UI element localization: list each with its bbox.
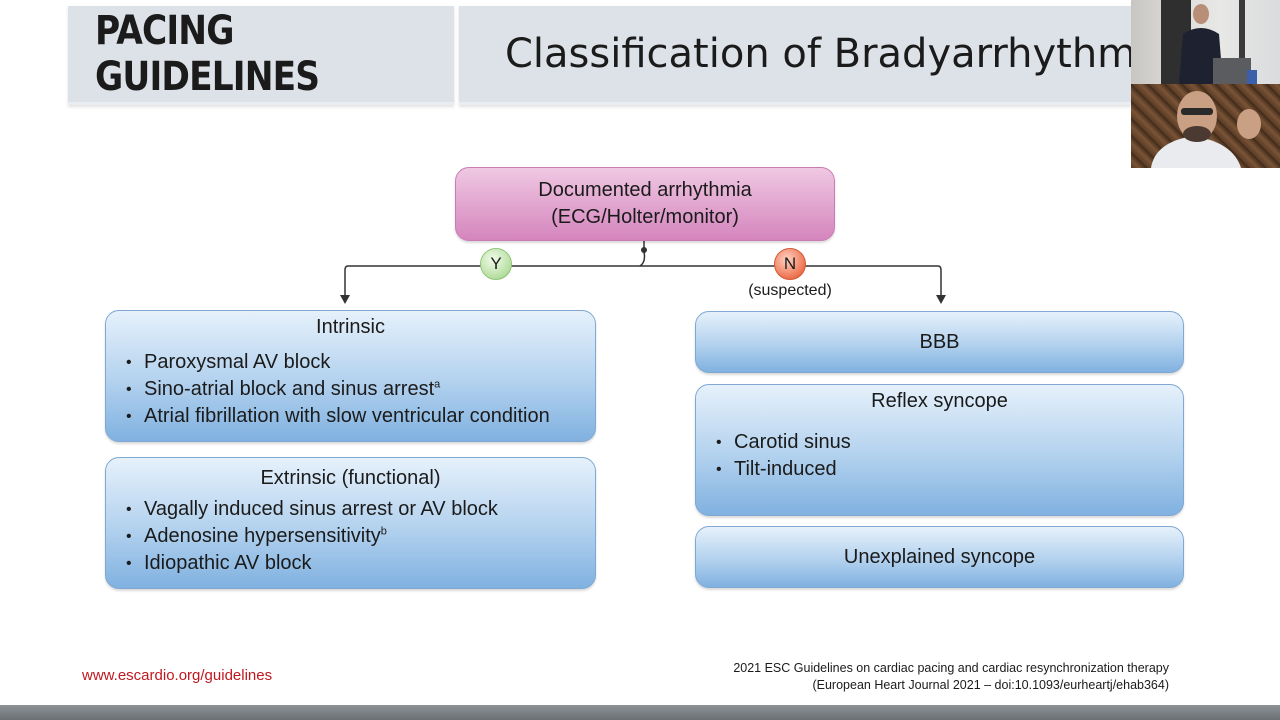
right-arrow-head	[936, 295, 946, 304]
suspected-label: (suspected)	[748, 282, 832, 299]
list-item: Carotid sinus	[716, 429, 851, 456]
root-line-1: Documented arrhythmia	[538, 179, 752, 201]
junction-dot	[641, 247, 647, 253]
speaker-video-tile	[1131, 0, 1280, 84]
root-line-2: (ECG/Holter/monitor)	[551, 206, 739, 228]
presenter-face-icon	[1151, 91, 1261, 168]
extrinsic-list: Vagally induced sinus arrest or AV block…	[106, 496, 498, 577]
list-item: Paroxysmal AV block	[126, 349, 550, 376]
no-badge: N	[774, 248, 806, 280]
unexplained-title: Unexplained syncope	[843, 545, 1036, 568]
intrinsic-title: Intrinsic	[316, 316, 385, 338]
documented-arrhythmia-box: Documented arrhythmia (ECG/Holter/monito…	[455, 167, 835, 241]
list-item: Idiopathic AV block	[126, 550, 498, 577]
header-left-panel: PACING GUIDELINES	[68, 6, 454, 105]
participant-video-panel	[1131, 0, 1280, 168]
intrinsic-list: Paroxysmal AV block Sino-atrial block an…	[106, 349, 550, 430]
citation: 2021 ESC Guidelines on cardiac pacing an…	[733, 660, 1169, 694]
presenter-video-tile	[1131, 84, 1280, 168]
guidelines-link[interactable]: www.escardio.org/guidelines	[82, 667, 273, 684]
reflex-list: Carotid sinus Tilt-induced	[696, 429, 851, 483]
extrinsic-title: Extrinsic (functional)	[260, 467, 441, 489]
yes-badge-label: Y	[490, 254, 502, 273]
footnote-marker: b	[380, 525, 387, 538]
yes-badge: Y	[480, 248, 512, 280]
bbb-title: BBB	[919, 330, 960, 353]
right-branch-line	[937, 265, 942, 296]
list-item: Tilt-induced	[716, 456, 851, 483]
speaker-at-podium-icon	[1161, 0, 1257, 84]
header-right-panel: Classification of Bradyarrhythm	[459, 6, 1131, 105]
intrinsic-box: Intrinsic Paroxysmal AV block Sino-atria…	[105, 310, 596, 442]
footnote-marker: a	[434, 378, 441, 391]
extrinsic-box: Extrinsic (functional) Vagally induced s…	[105, 457, 596, 589]
list-item: Sino-atrial block and sinus arresta	[126, 376, 550, 403]
left-branch-line	[344, 265, 349, 296]
reflex-syncope-box: Reflex syncope Carotid sinus Tilt-induce…	[695, 384, 1184, 516]
unexplained-syncope-box: Unexplained syncope	[695, 526, 1184, 588]
slide-title: Classification of Bradyarrhythm	[505, 31, 1131, 77]
citation-line-2: (European Heart Journal 2021 – doi:10.10…	[812, 678, 1169, 692]
reflex-title: Reflex syncope	[871, 390, 1008, 412]
bbb-box: BBB	[695, 311, 1184, 373]
section-title: PACING GUIDELINES	[95, 8, 320, 100]
no-badge-label: N	[783, 254, 797, 273]
bottom-bar	[0, 705, 1280, 720]
list-item: Atrial fibrillation with slow ventricula…	[126, 403, 550, 430]
list-item: Adenosine hypersensitivityb	[126, 523, 498, 550]
citation-line-1: 2021 ESC Guidelines on cardiac pacing an…	[733, 661, 1169, 675]
list-item: Vagally induced sinus arrest or AV block	[126, 496, 498, 523]
left-arrow-head	[340, 295, 350, 304]
